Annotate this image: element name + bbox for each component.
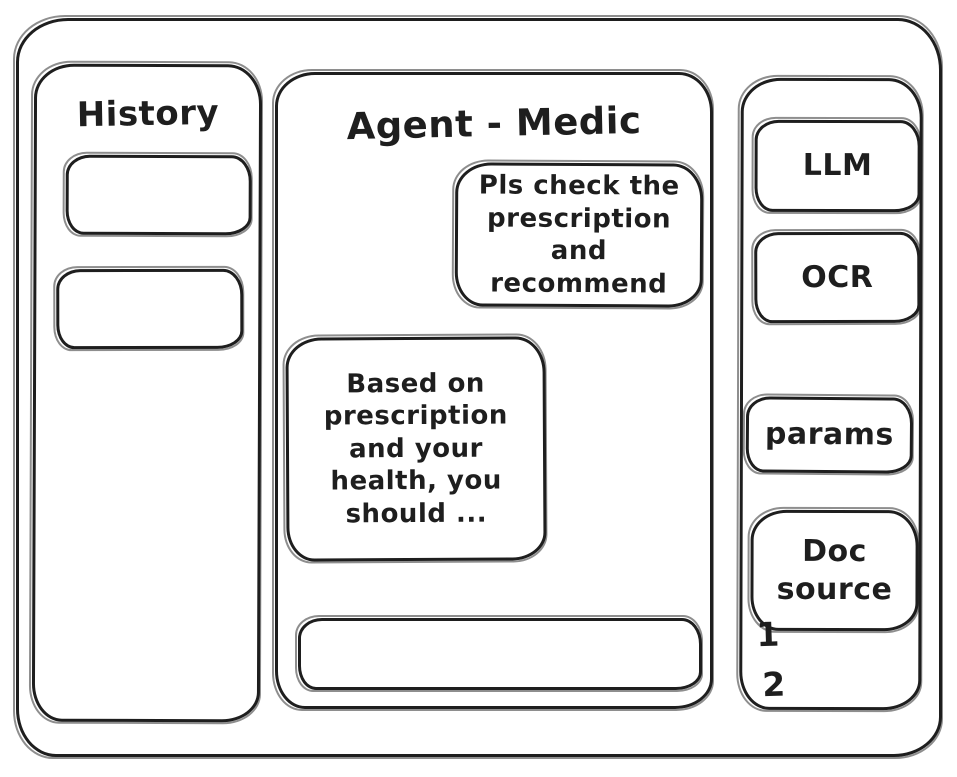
- history-panel-title: History: [76, 92, 220, 136]
- history-item[interactable]: [65, 154, 252, 236]
- chat-panel: Agent - Medic Pls check the prescription…: [272, 69, 714, 711]
- user-message-bubble: Pls check the prescription and recommend: [454, 162, 704, 308]
- chat-panel-title: Agent - Medic: [346, 98, 642, 149]
- ocr-button[interactable]: OCR: [754, 231, 921, 324]
- doc-source-list-item[interactable]: 1: [755, 614, 780, 655]
- history-panel: History: [31, 63, 263, 723]
- doc-source-button[interactable]: Doc source: [750, 509, 919, 632]
- chat-input[interactable]: [295, 615, 703, 692]
- agent-message-bubble: Based on prescription and your health, y…: [285, 336, 547, 562]
- params-button[interactable]: params: [745, 396, 914, 474]
- doc-source-list-item[interactable]: 2: [761, 664, 786, 705]
- history-item[interactable]: [56, 268, 244, 350]
- llm-button[interactable]: LLM: [754, 119, 921, 213]
- tools-panel: LLM OCR params Doc source 1 2: [739, 77, 923, 711]
